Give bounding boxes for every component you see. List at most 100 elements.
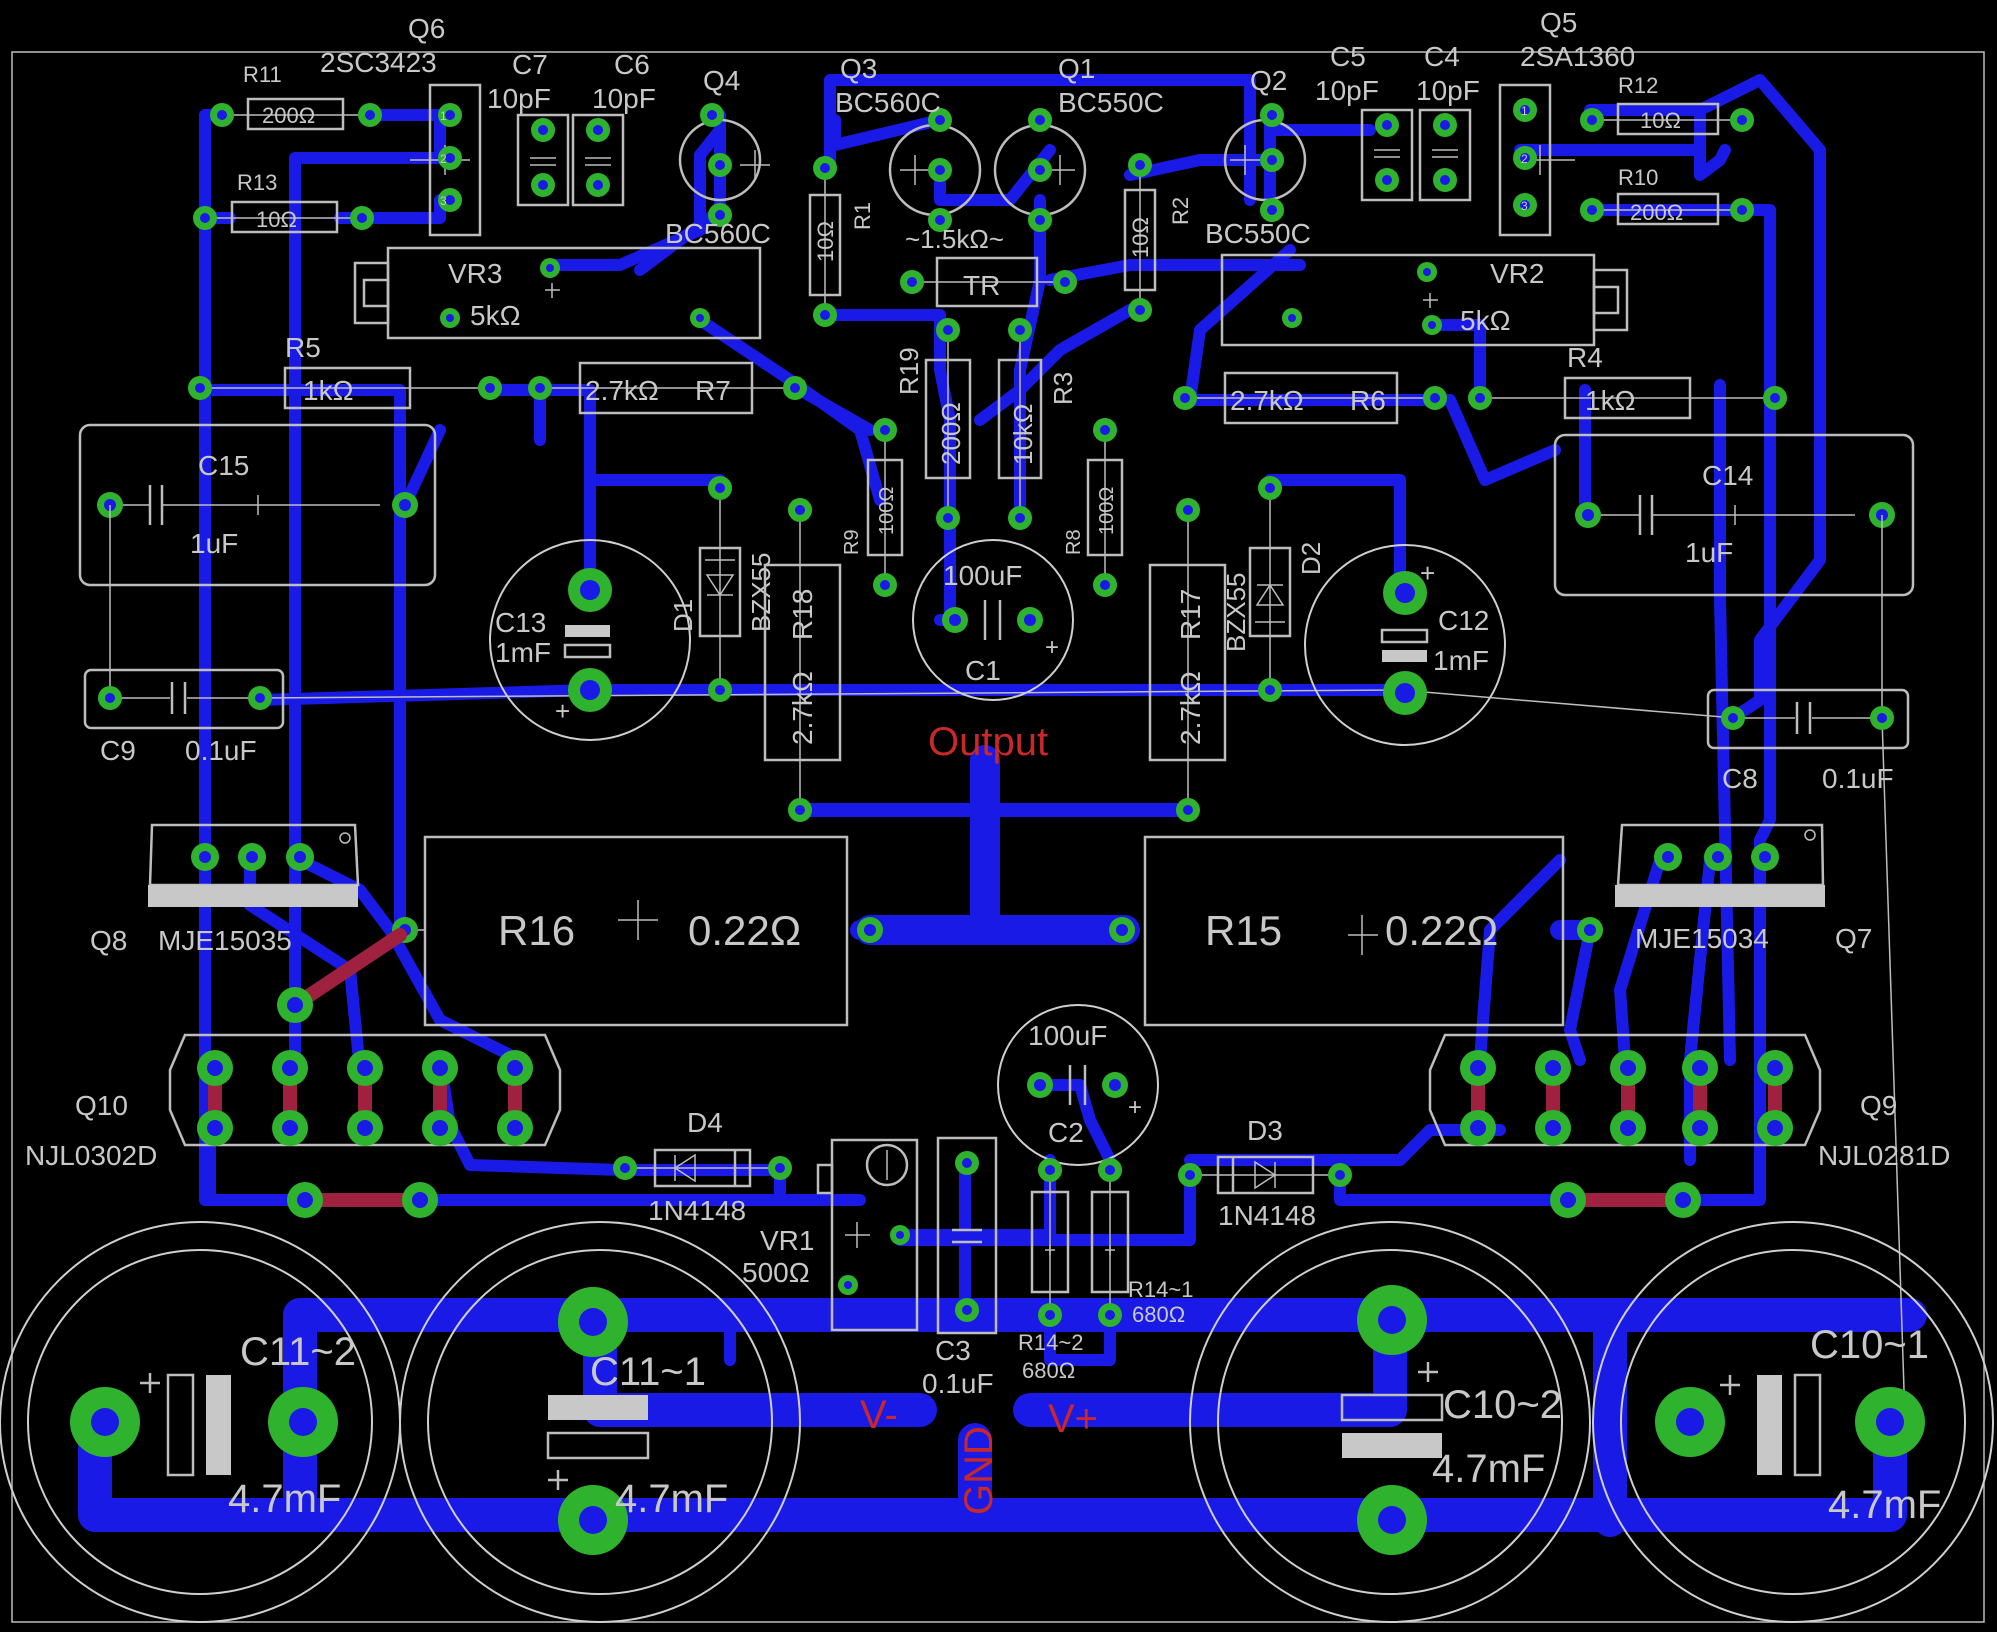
c10-2-ref: C10~2 (1443, 1383, 1562, 1427)
q2-ref: Q2 (1250, 65, 1287, 96)
q5-pin3-label: 3 (1521, 199, 1528, 213)
r7-resistor: 2.7kΩ R7 (528, 361, 807, 415)
r9-resistor: R9 100Ω (841, 418, 904, 597)
d2-zener: D2 BZX55 (1221, 476, 1326, 702)
c12-capacitor: + C12 1mF (1304, 544, 1506, 746)
c1-value: 100uF (943, 560, 1022, 591)
c14-ref: C14 (1702, 460, 1753, 491)
r8-ref: R8 (1063, 529, 1085, 555)
q9-pads (1460, 1050, 1793, 1146)
c10-2-value: 4.7mF (1432, 1447, 1545, 1491)
r17-value: 2.7kΩ (1175, 671, 1206, 745)
r14-2-resistor: R14~2 680Ω (1018, 1158, 1083, 1383)
c8-c10-link (1881, 717, 1906, 1421)
r19-resistor: R19 200Ω (894, 318, 972, 530)
q4-transistor: Q4 BC560C (665, 65, 771, 249)
right-vertical-1-trace (1694, 74, 1826, 726)
q6-pin2-label: 2 (440, 152, 447, 166)
q4-value: BC560C (665, 218, 771, 249)
q5-pin2-label: 2 (1521, 152, 1528, 166)
r14-1-ref: R14~1 (1128, 1277, 1193, 1302)
d1-zener: D1 BZX55 (668, 476, 776, 702)
r2-ref: R2 (1168, 197, 1193, 225)
vr2-left-trace (1184, 244, 1296, 406)
vr2-right-trace (1424, 319, 1486, 406)
vr3-value: 5kΩ (470, 300, 521, 331)
c11-2-ref: C11~2 (240, 1330, 356, 1374)
c2-value: 100uF (1028, 1020, 1107, 1051)
q1-value: BC550C (1058, 87, 1164, 118)
r9-value: 100Ω (876, 487, 898, 535)
c1-capacitor: + 100uF C1 (912, 539, 1074, 701)
c10-1-ref: C10~1 (1810, 1323, 1929, 1367)
d4-ref: D4 (687, 1107, 723, 1138)
r19-ref: R19 (894, 347, 924, 395)
r5-value: 1kΩ (303, 375, 354, 406)
vr3-ref: VR3 (448, 258, 502, 289)
r17-ref: R17 (1175, 589, 1206, 640)
q5-value: 2SA1360 (1520, 41, 1635, 72)
r16-ref: R16 (498, 907, 575, 954)
c9-ref: C9 (100, 735, 136, 766)
c9-capacitor: C9 0.1uF (83, 668, 285, 766)
r10-value: 200Ω (1630, 200, 1683, 225)
c14-value: 1uF (1685, 537, 1733, 568)
c11-2-value: 4.7mF (228, 1477, 341, 1521)
q6-value: 2SC3423 (320, 47, 437, 78)
c11-2-capacitor: C11~2 4.7mF (0, 1221, 401, 1623)
c1-ref: C1 (965, 655, 1001, 686)
r18-ref: R18 (787, 589, 818, 640)
c4-value: 10pF (1416, 75, 1480, 106)
c5-value: 10pF (1315, 75, 1379, 106)
d3-diode: D3 1N4148 (1178, 1115, 1352, 1231)
r7-ref: R7 (695, 375, 731, 406)
r2-vr2-trace (1044, 259, 1306, 286)
c2-plus: + (1128, 1094, 1142, 1121)
r2-resistor: R2 10Ω (1123, 153, 1193, 322)
c2-capacitor: + 100uF C2 (997, 1004, 1159, 1166)
vr3-r19-trace (694, 314, 886, 506)
r5-left-trace (194, 384, 406, 941)
r5-r7-trace (484, 384, 546, 446)
r10-resistor: R10 200Ω (1580, 165, 1754, 226)
r11-ref: R11 (243, 62, 282, 87)
r14-1-value: 680Ω (1132, 1302, 1185, 1327)
r6-value: 2.7kΩ (1230, 385, 1304, 416)
q1-ref: Q1 (1058, 53, 1095, 84)
r4-value: 1kΩ (1585, 385, 1636, 416)
left-vertical-1-trace (199, 109, 306, 1206)
c12-plus: + (1420, 558, 1435, 588)
c8-capacitor: C8 0.1uF (1706, 688, 1910, 794)
q10-ref: Q10 (75, 1090, 128, 1121)
q5-pin1-label: 1 (1521, 104, 1528, 118)
q6-ref: Q6 (408, 13, 445, 44)
q8-value: MJE15035 (158, 925, 292, 956)
q3-ref: Q3 (840, 53, 877, 84)
c9-right-trace (254, 684, 596, 706)
c5-ref: C5 (1330, 41, 1366, 72)
c6-capacitor: C6 10pF (571, 49, 656, 207)
c14-capacitor: C14 1uF (1553, 433, 1915, 597)
c15-capacitor: C15 1uF (78, 423, 437, 587)
r7-r9-trace (794, 384, 876, 436)
q8-ref: Q8 (90, 925, 127, 956)
d1-ref: D1 (668, 599, 698, 632)
c10-2-capacitor: C10~2 4.7mF (1189, 1221, 1591, 1623)
r1-ref: R1 (850, 202, 875, 230)
q5-pin2-trace (1514, 144, 1706, 176)
d3-right-trace (1334, 1169, 1576, 1206)
q7-ref: Q7 (1835, 923, 1872, 954)
r12-value: 10Ω (1640, 108, 1681, 133)
c7-capacitor: C7 10pF (487, 49, 570, 207)
q5-ref: Q5 (1540, 7, 1577, 38)
q7-transistor: MJE15034 Q7 (1615, 823, 1872, 954)
c6-value: 10pF (592, 83, 656, 114)
q1-transistor: Q1 BC550C (993, 53, 1164, 232)
q5-transistor: 1 2 3 Q5 2SA1360 (1498, 7, 1635, 237)
d3-ref: D3 (1247, 1115, 1283, 1146)
q7-value: MJE15034 (1635, 923, 1769, 954)
c4-capacitor: C4 10pF (1416, 41, 1480, 202)
r13-ref: R13 (237, 170, 277, 195)
q6-pin3-label: 3 (440, 194, 447, 208)
